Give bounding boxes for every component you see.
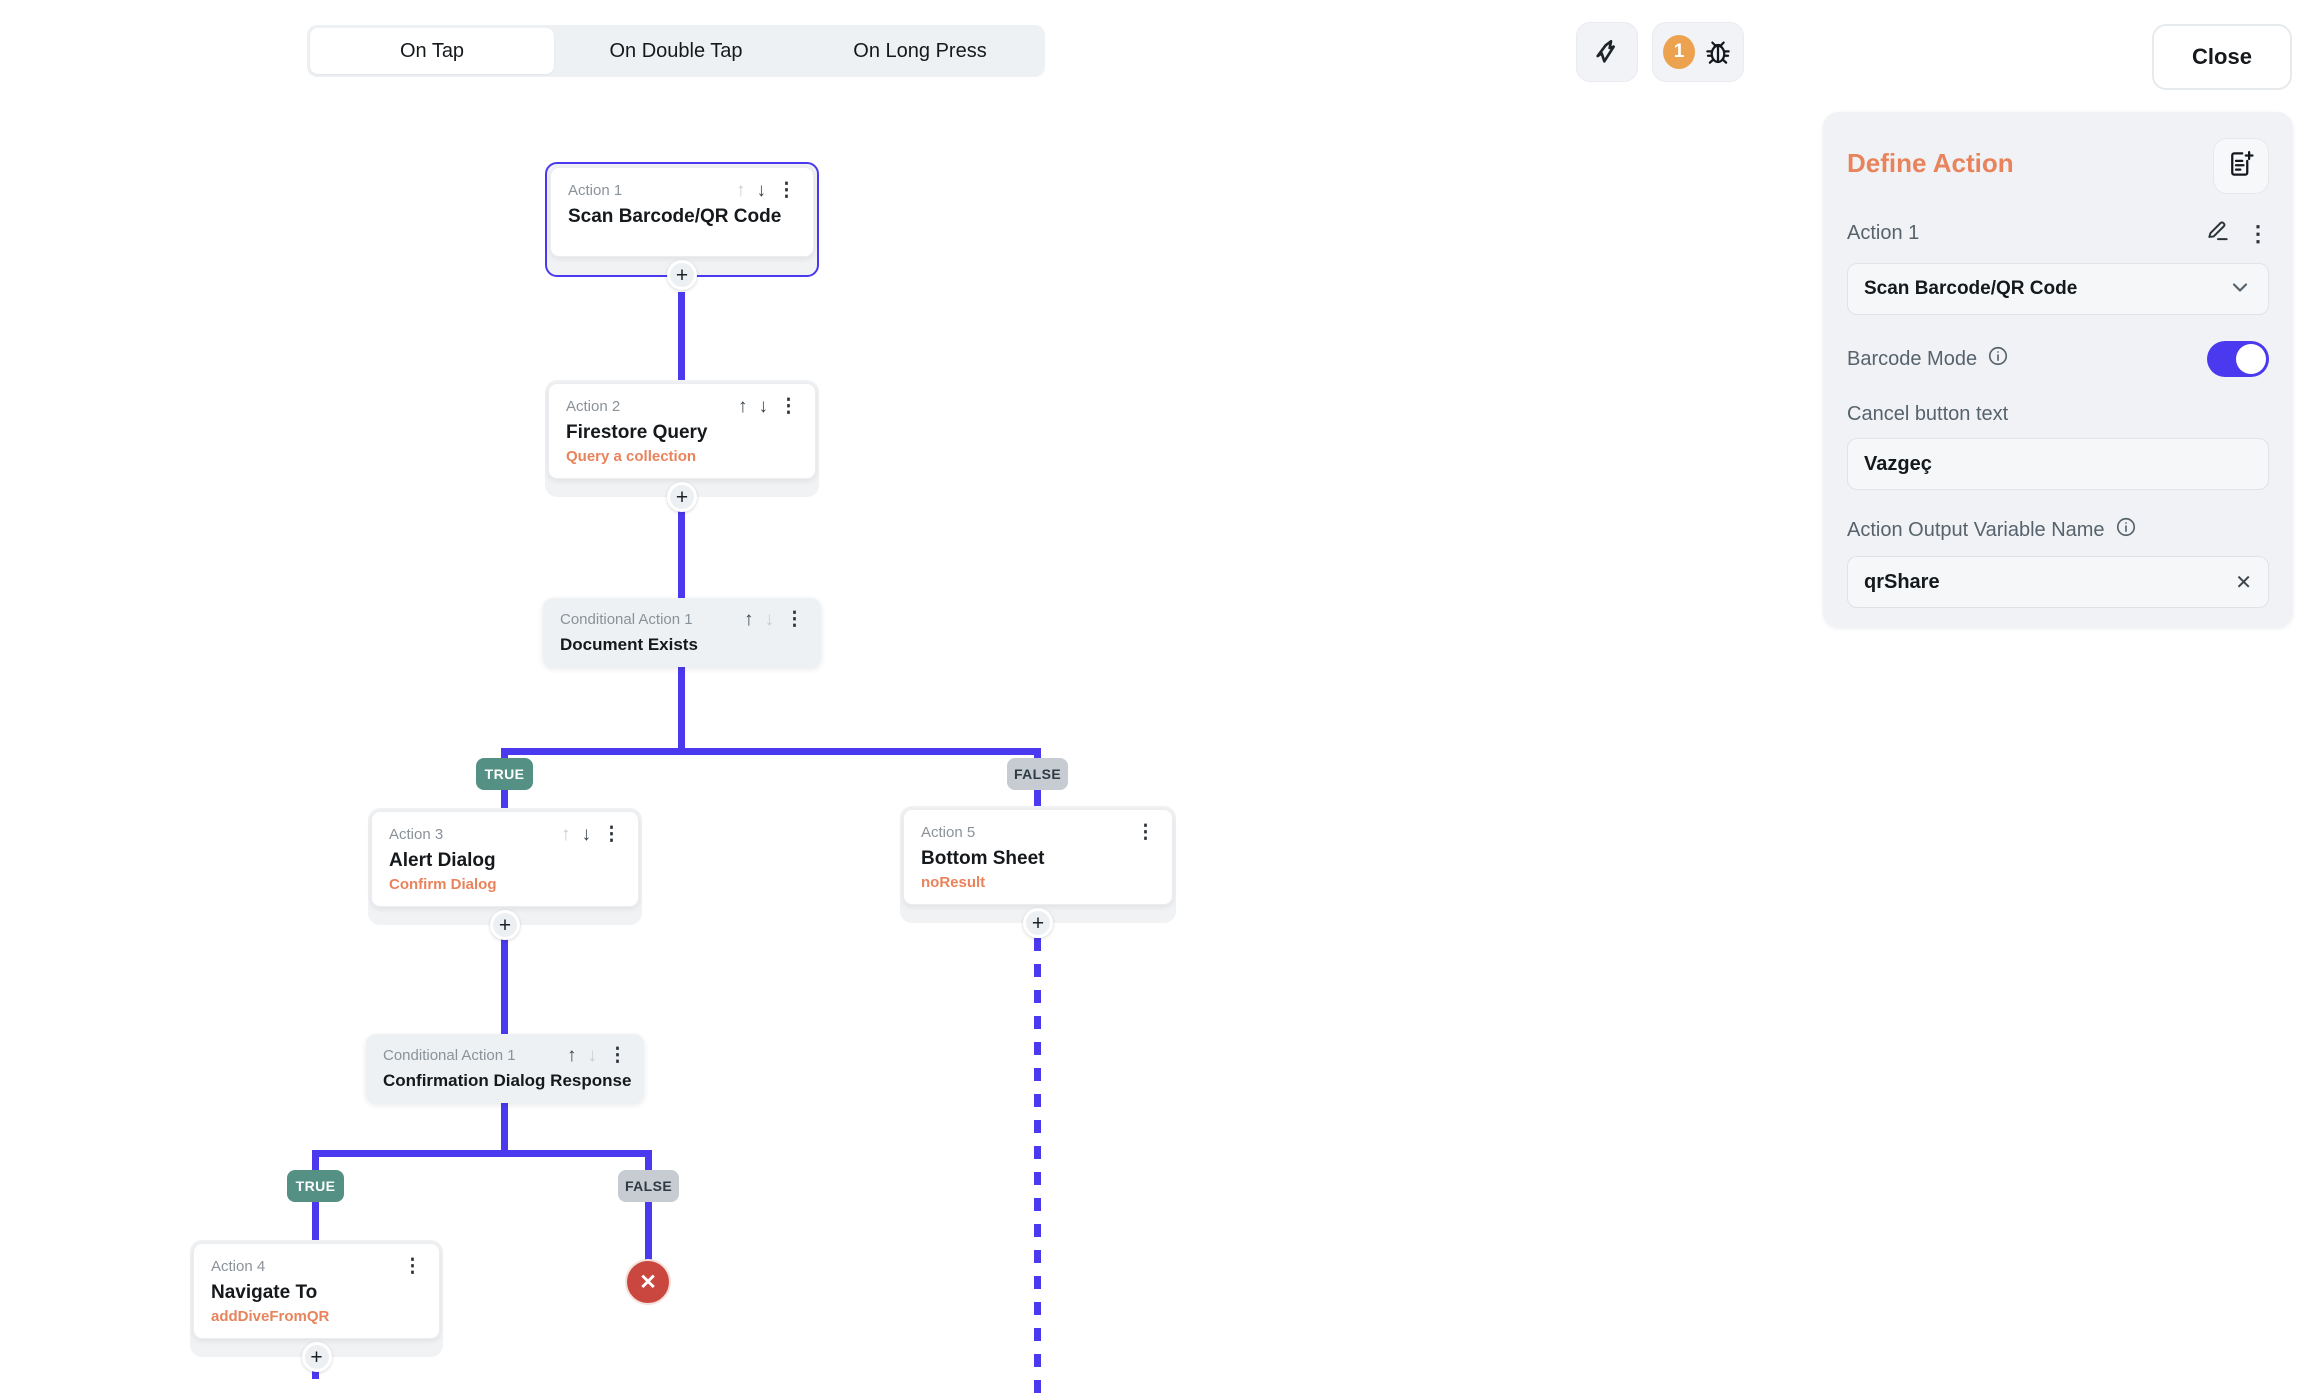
move-down-icon[interactable]: ↓ (756, 180, 767, 201)
connector-cond2-branch (501, 1098, 508, 1154)
node-title: Navigate To (211, 1282, 318, 1303)
node-more-icon[interactable]: ⋮ (403, 1256, 422, 1277)
panel-title: Define Action (1847, 148, 2014, 178)
connector-a2-cond1 (678, 505, 685, 598)
node-conditional2[interactable]: Conditional Action 1 ↑ ↓ ⋮ Confirmation … (366, 1034, 644, 1103)
true-branch-badge: TRUE (287, 1170, 344, 1202)
move-down-icon[interactable]: ↓ (581, 824, 592, 845)
action-number-label: Action 1 (1847, 222, 1920, 244)
move-up-icon: ↑ (561, 824, 571, 845)
node-more-icon[interactable]: ⋮ (777, 180, 796, 201)
node-kicker: Action 2 (566, 398, 621, 415)
pointer-flow-icon (1591, 36, 1623, 68)
document-add-icon (2226, 149, 2256, 184)
branch2-horizontal (312, 1150, 652, 1157)
toggle-thumb (2236, 344, 2266, 374)
node-more-icon[interactable]: ⋮ (779, 396, 798, 417)
action-more-icon[interactable]: ⋮ (2247, 220, 2269, 246)
debug-count-badge: 1 (1663, 35, 1695, 69)
bug-icon (1703, 37, 1733, 67)
node-conditional1[interactable]: Conditional Action 1 ↑ ↓ ⋮ Document Exis… (543, 598, 821, 667)
add-action-below-button[interactable]: + (667, 260, 697, 290)
node-action4[interactable]: Action 4 ⋮ Navigate To addDiveFromQR + (190, 1240, 443, 1372)
false-branch-badge: FALSE (1007, 758, 1068, 790)
tab-on-long-press[interactable]: On Long Press (853, 39, 987, 62)
chevron-down-icon (2228, 275, 2252, 304)
debug-panel-button[interactable]: 1 (1652, 22, 1744, 82)
flow-test-button[interactable] (1576, 22, 1638, 82)
node-action5[interactable]: Action 5 ⋮ Bottom Sheet noResult + (900, 806, 1176, 938)
info-icon[interactable] (2115, 516, 2137, 544)
node-action2[interactable]: Action 2 ↑ ↓ ⋮ Firestore Query Query a c… (545, 380, 819, 512)
tab-on-tap[interactable]: On Tap (310, 28, 554, 74)
false-branch-badge: FALSE (618, 1170, 679, 1202)
true-branch-badge: TRUE (476, 758, 533, 790)
add-action-below-button[interactable]: + (301, 1342, 332, 1372)
close-button[interactable]: Close (2152, 24, 2292, 90)
add-action-below-button[interactable]: + (1023, 908, 1053, 938)
action-type-value: Scan Barcode/QR Code (1864, 278, 2078, 299)
connector-a1-a2 (678, 292, 685, 382)
node-more-icon[interactable]: ⋮ (602, 824, 621, 845)
define-action-panel: Define Action Action 1 (1823, 112, 2293, 628)
node-title: Bottom Sheet (921, 848, 1045, 869)
move-up-icon[interactable]: ↑ (744, 609, 754, 630)
edit-pencil-icon[interactable] (2205, 218, 2231, 249)
node-kicker: Action 4 (211, 1258, 266, 1275)
branch1-horizontal (501, 748, 1041, 755)
node-subtitle: Confirm Dialog (389, 876, 497, 893)
node-title: Confirmation Dialog Response (383, 1071, 632, 1090)
node-subtitle: noResult (921, 874, 986, 891)
node-subtitle: addDiveFromQR (211, 1308, 330, 1325)
node-action1[interactable]: Action 1 ↑ ↓ ⋮ Scan Barcode/QR Code + (545, 162, 819, 290)
cancel-button-text-field-wrap (1847, 438, 2269, 490)
cancel-button-text-label: Cancel button text (1847, 403, 2009, 425)
move-up-icon: ↑ (736, 180, 746, 201)
connector-a4-continues-dashed (312, 1366, 319, 1382)
add-action-list-button[interactable] (2213, 138, 2269, 194)
terminate-x-icon: ✕ (639, 1270, 657, 1294)
action-type-dropdown[interactable]: Scan Barcode/QR Code (1847, 263, 2269, 315)
connector-a3-cond2 (501, 936, 508, 1034)
node-kicker: Action 1 (568, 182, 623, 199)
node-kicker: Conditional Action 1 (560, 611, 693, 628)
node-kicker: Conditional Action 1 (383, 1047, 516, 1064)
move-down-icon[interactable]: ↓ (758, 396, 769, 417)
connector-cond1-branch (678, 662, 685, 752)
info-icon[interactable] (1987, 345, 2009, 373)
connector-a5-continues-dashed (1034, 938, 1041, 1398)
clear-field-icon[interactable]: ✕ (2235, 571, 2252, 594)
output-variable-input[interactable] (1864, 570, 2226, 594)
node-more-icon[interactable]: ⋮ (608, 1045, 627, 1066)
move-up-icon[interactable]: ↑ (567, 1045, 577, 1066)
move-down-icon: ↓ (587, 1045, 598, 1066)
move-up-icon[interactable]: ↑ (738, 396, 748, 417)
cancel-button-text-input[interactable] (1864, 452, 2252, 476)
output-variable-field-wrap: ✕ (1847, 556, 2269, 608)
node-title: Scan Barcode/QR Code (568, 206, 782, 227)
node-more-icon[interactable]: ⋮ (1136, 822, 1155, 843)
tab-on-double-tap[interactable]: On Double Tap (609, 39, 743, 62)
move-down-icon: ↓ (764, 609, 775, 630)
node-title: Document Exists (560, 635, 698, 654)
node-kicker: Action 3 (389, 826, 444, 843)
node-action3[interactable]: Action 3 ↑ ↓ ⋮ Alert Dialog Confirm Dial… (368, 808, 642, 940)
node-kicker: Action 5 (921, 824, 976, 841)
add-action-below-button[interactable]: + (667, 482, 697, 512)
node-title: Firestore Query (566, 422, 708, 443)
add-action-below-button[interactable]: + (490, 910, 520, 940)
gesture-tabbar: On Tap On Double Tap On Long Press (307, 25, 1045, 77)
barcode-mode-label: Barcode Mode (1847, 347, 1978, 370)
node-more-icon[interactable]: ⋮ (785, 609, 804, 630)
node-subtitle: Query a collection (566, 448, 697, 465)
node-title: Alert Dialog (389, 850, 496, 871)
branch2-false-drop (645, 1150, 652, 1262)
barcode-mode-toggle[interactable] (2207, 341, 2269, 377)
output-variable-label: Action Output Variable Name (1847, 518, 2105, 541)
terminate-flow-node[interactable]: ✕ (625, 1259, 671, 1305)
